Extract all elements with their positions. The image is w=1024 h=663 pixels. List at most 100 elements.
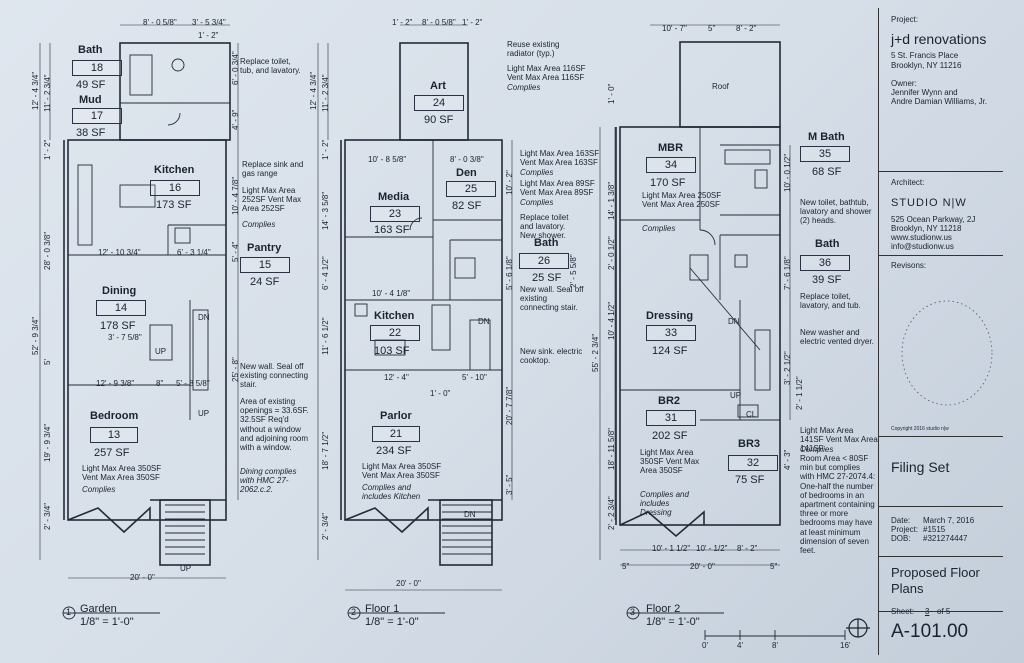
room-area-br2: 202 SF — [652, 430, 688, 442]
architect-address1: 525 Ocean Parkway, 2J — [891, 215, 976, 224]
note-floor2-br3-complies: Complies — [800, 445, 834, 454]
floor1-interior — [345, 140, 502, 555]
room-area-bath-floor1: 25 SF — [532, 272, 562, 284]
note-floor1-art-light: Light Max Area 116SF Vent Max Area 116SF — [507, 64, 586, 83]
dim-f2-left5: 18' - 11 5/8" — [607, 427, 616, 470]
note-floor1-media-complies: Complies — [520, 168, 554, 177]
note-floor1-parlor-light: Light Max Area 350SF Vent Max Area 350SF — [362, 462, 442, 481]
note-floor2-roof: Roof — [712, 82, 729, 91]
floor2-interior — [620, 127, 780, 421]
dim-f2-b5-right: 5" — [770, 562, 778, 571]
room-num-bath-floor1: 26 — [519, 253, 569, 269]
room-num-mbr: 34 — [646, 157, 696, 173]
note-garden-bedroom-light: Light Max Area 350SF Vent Max Area 350SF — [82, 464, 162, 483]
dim-g-k1: 12' - 10 3/4" — [98, 248, 141, 257]
north-arrow — [846, 618, 870, 638]
room-name-kitchen-floor1: Kitchen — [374, 310, 415, 322]
tag-up-garden-2: UP — [198, 409, 210, 418]
dim-f2-right3: 3' - 2 1/2" — [783, 351, 792, 385]
architect-address2: Brooklyn, NY 11218 — [891, 224, 962, 233]
floor1-dim-lines — [317, 24, 513, 591]
sheet-title-line2: Plans — [891, 581, 924, 596]
sheet-number: 3 — [925, 607, 930, 616]
dim-f1-top2: 8' - 0 5/8" — [422, 18, 456, 27]
scale-bar-0: 0' — [702, 641, 708, 650]
dim-f2-left4: 10' - 4 1/2" — [607, 301, 616, 340]
tag-dn-floor1-1: DN — [478, 317, 490, 326]
dim-f2-left2: 14' - 1 3/8" — [607, 181, 616, 220]
room-area-media: 163 SF — [374, 224, 410, 236]
dim-f1-left5: 11' - 6 1/2" — [321, 317, 330, 355]
room-num-dressing: 33 — [646, 325, 696, 341]
room-name-parlor: Parlor — [380, 410, 412, 422]
note-floor2-br2-light: Light Max Area 350SF Vent Max Area 350SF — [640, 448, 700, 476]
dim-f2-right4: 2' - 1 1/2" — [795, 376, 804, 410]
note-floor2-br3-light: Light Max Area 141SF Vent Max Area 141SF — [800, 426, 878, 454]
plan-name-garden: Garden — [80, 603, 117, 615]
note-floor1-wall: New wall. Seal off existing connecting s… — [520, 285, 584, 313]
revisions-label: Revisons: — [891, 261, 927, 270]
dim-f1-left7: 2' - 3/4" — [321, 512, 330, 540]
room-area-mud: 38 SF — [76, 127, 106, 139]
room-num-den: 25 — [446, 181, 496, 197]
dim-g-k2: 6' - 3 1/4" — [177, 248, 211, 257]
garden-dim-lines — [39, 24, 239, 579]
room-area-kitchen-garden: 173 SF — [156, 199, 192, 211]
dim-f1-left1: 12' - 4 3/4" — [309, 71, 318, 110]
dim-f1-left3: 14' - 3 5/8" — [321, 191, 330, 230]
architect-logo: STUDIO N|W — [891, 197, 967, 209]
dim-f2-right1: 10' - 0 1/2" — [783, 153, 792, 192]
room-area-art: 90 SF — [424, 114, 454, 126]
tag-dn-floor1-2: DN — [464, 510, 476, 519]
room-num-media: 23 — [370, 206, 420, 222]
room-name-bedroom: Bedroom — [90, 410, 139, 422]
room-num-art: 24 — [414, 95, 464, 111]
dob-label: DOB: — [891, 534, 911, 543]
dim-f1-k1: 10' - 4 1/8" — [372, 289, 411, 298]
dim-f1-p3: 5' - 10" — [462, 373, 487, 382]
owner-label: Owner: — [891, 79, 917, 88]
note-floor2-mbr-light: Light Max Area 250SF Vent Max Area 250SF — [642, 191, 722, 210]
room-name-media: Media — [378, 191, 410, 203]
set-name: Filing Set — [891, 459, 950, 475]
note-garden-kitchen-complies: Complies — [242, 220, 276, 229]
dim-f2-bottom1: 10' - 1 1/2" — [652, 544, 691, 553]
sheet-id: A-101.00 — [891, 621, 969, 642]
sheet-title-line1: Proposed Floor — [891, 565, 980, 580]
room-area-pantry: 24 SF — [250, 276, 280, 288]
scale-bar-4: 4' — [737, 641, 743, 650]
dim-f1-top3: 1' - 2" — [462, 18, 483, 27]
plan-number-floor1: 2 — [351, 607, 357, 617]
dim-f1-left2: 11' - 2 3/4" — [321, 74, 330, 112]
note-floor2-mbath: New toilet, bathtub, lavatory and shower… — [800, 198, 872, 226]
dim-g-d4: 5' - 8 5/8" — [176, 379, 210, 388]
dim-f2-left7: 1' - 0" — [607, 83, 616, 104]
room-name-dining: Dining — [102, 285, 137, 297]
tag-up-garden-3: UP — [180, 564, 192, 573]
room-num-parlor: 21 — [372, 426, 420, 442]
dim-f2-bottom3: 8' - 2" — [737, 544, 758, 553]
dim-f1-right5: 2' - 5 5/8" — [569, 254, 578, 288]
room-name-kitchen-garden: Kitchen — [154, 164, 195, 176]
dim-g-left8: 5' — [43, 359, 52, 365]
room-area-dining: 178 SF — [100, 320, 136, 332]
note-floor2-washer: New washer and electric vented dryer. — [800, 328, 874, 347]
sheet-label: Sheet: — [891, 607, 915, 616]
dim-f2-top2: 5" — [708, 24, 716, 33]
room-name-bath-garden: Bath — [78, 44, 103, 56]
dim-f2-b5-left: 5" — [622, 562, 630, 571]
scale-bar-8: 8' — [772, 641, 778, 650]
dim-f1-left4: 6' - 4 1/2" — [321, 256, 330, 290]
room-area-br3: 75 SF — [735, 474, 765, 486]
dim-g-left5: 19' - 9 3/4" — [43, 423, 52, 462]
note-floor1-den-complies: Complies — [520, 198, 554, 207]
room-area-dressing: 124 SF — [652, 345, 688, 357]
dim-g-left1: 12' - 4 3/4" — [31, 71, 40, 110]
plan-name-floor2: Floor 2 — [646, 603, 681, 615]
dim-g-right3: 10' - 4 7/8" — [231, 176, 240, 215]
room-num-kitchen-floor1: 22 — [370, 325, 420, 341]
project-name: j+d renovations — [891, 31, 987, 47]
architect-label: Architect: — [891, 178, 925, 187]
owner-line2: Andre Damian Williams, Jr. — [891, 97, 988, 106]
note-floor1-art-complies: Complies — [507, 83, 541, 92]
